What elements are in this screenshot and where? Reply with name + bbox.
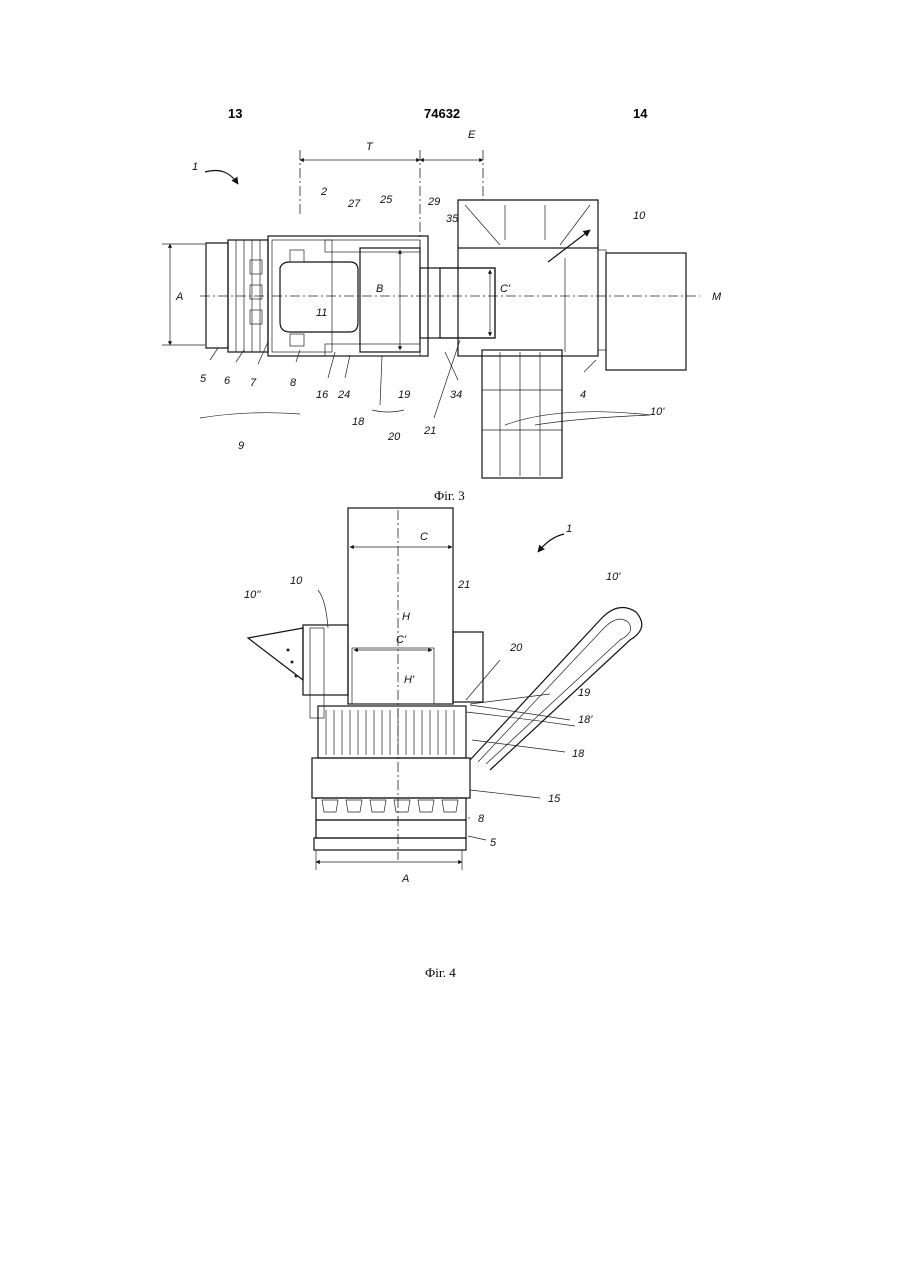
fig3-ref-18: 18	[352, 416, 365, 428]
fig3-ref-29: 29	[427, 196, 440, 208]
fig3-ref-9: 9	[238, 440, 244, 452]
fig3-ref-6: 6	[224, 375, 231, 387]
fig4-ref-C: C	[420, 531, 428, 543]
fig4-ref-H: H	[402, 611, 410, 623]
fig4-ref-19: 19	[578, 687, 590, 699]
fig3-ref-25: 25	[379, 194, 393, 206]
fig4-ref-21: 21	[457, 579, 470, 591]
fig3-ref-11: 11	[316, 307, 327, 319]
fig3-ref-35: 35	[446, 213, 459, 225]
fig4-ref-10pp: 10''	[244, 589, 261, 601]
fig4-ref-1: 1	[566, 523, 572, 535]
fig4-ref-Cp: C'	[396, 634, 407, 646]
fig4-ref-18: 18	[572, 748, 585, 760]
fig3-ref-T: T	[366, 141, 374, 153]
figure-3-caption: Фіг. 3	[434, 488, 465, 504]
fig3-ref-20: 20	[387, 431, 401, 443]
fig3-ref-A: A	[175, 291, 183, 303]
fig4-ref-8: 8	[478, 813, 485, 825]
fig3-ref-2: 2	[320, 186, 327, 198]
fig3-ref-24: 24	[337, 389, 350, 401]
fig4-ref-5: 5	[490, 837, 497, 849]
fig3-ref-1: 1	[192, 161, 198, 173]
fig4-ref-10p: 10'	[606, 571, 621, 583]
fig3-ref-8: 8	[290, 377, 297, 389]
fig4-ref-A: A	[401, 873, 409, 885]
fig3-ref-7: 7	[250, 377, 257, 389]
fig3-ref-M: M	[712, 291, 722, 303]
fig3-ref-10: 10	[633, 210, 646, 222]
fig3-ref-16: 16	[316, 389, 329, 401]
fig3-ref-34: 34	[450, 389, 462, 401]
figure-4-caption: Фіг. 4	[425, 965, 456, 981]
fig3-ref-21: 21	[423, 425, 436, 437]
fig3-ref-5: 5	[200, 373, 207, 385]
fig3-ref-27: 27	[347, 198, 361, 210]
fig3-ref-19: 19	[398, 389, 410, 401]
fig3-ref-4: 4	[580, 389, 586, 401]
fig3-ref-B: B	[376, 283, 383, 295]
fig4-ref-Hp: H'	[404, 674, 415, 686]
fig4-ref-18p: 18'	[578, 714, 593, 726]
fig3-ref-10p: 10'	[650, 406, 665, 418]
fig3-ref-C: C'	[500, 283, 511, 295]
fig4-ref-15: 15	[548, 793, 561, 805]
fig4-ref-10: 10	[290, 575, 303, 587]
fig4-ref-20: 20	[509, 642, 523, 654]
fig3-ref-E: E	[468, 129, 476, 141]
